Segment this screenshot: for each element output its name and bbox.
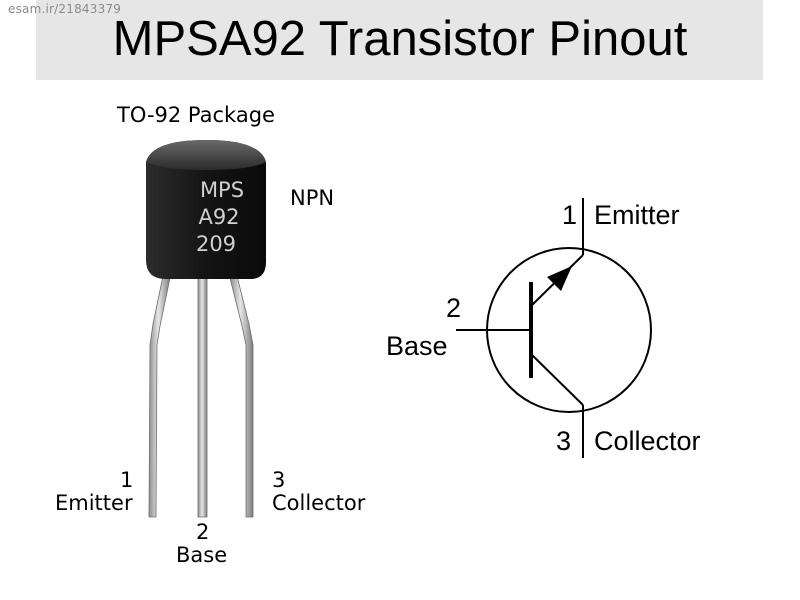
package-pin-1-name: Emitter <box>55 491 133 515</box>
package-marking-line-3: 209 <box>196 232 236 256</box>
symbol-pin-2-number: 2 <box>446 293 462 323</box>
collector-lead <box>229 275 254 518</box>
symbol-pin-1-number: 1 <box>562 200 578 230</box>
page-title: MPSA92 Transistor Pinout <box>112 12 688 66</box>
to92-package: MPS A92 209 <box>146 140 266 279</box>
package-marking-line-1: MPS <box>200 178 244 202</box>
base-lead <box>197 277 208 518</box>
emitter-arrow-icon <box>547 266 572 291</box>
package-marking-line-2: A92 <box>198 205 239 229</box>
package-pin-2-name: Base <box>176 543 228 567</box>
symbol-pin-3-name: Collector <box>594 426 701 456</box>
package-pin-3-number: 3 <box>272 468 286 492</box>
package-top-face <box>146 140 266 170</box>
transistor-leads <box>148 275 254 518</box>
emitter-lead <box>148 275 171 518</box>
package-pin-1-number: 1 <box>120 468 134 492</box>
package-pin-2-number: 2 <box>196 520 210 544</box>
transistor-symbol <box>456 198 652 458</box>
collector-connection <box>530 353 584 406</box>
symbol-pin-3-number: 3 <box>556 426 572 456</box>
symbol-pin-2-name: Base <box>386 331 448 361</box>
package-body <box>146 140 266 279</box>
transistor-type-label: NPN <box>290 186 335 210</box>
watermark: esam.ir/21843379 <box>8 2 122 16</box>
package-label: TO-92 Package <box>117 103 275 127</box>
title-banner <box>36 0 763 80</box>
symbol-pin-1-name: Emitter <box>594 200 680 230</box>
package-pin-3-name: Collector <box>272 491 366 515</box>
